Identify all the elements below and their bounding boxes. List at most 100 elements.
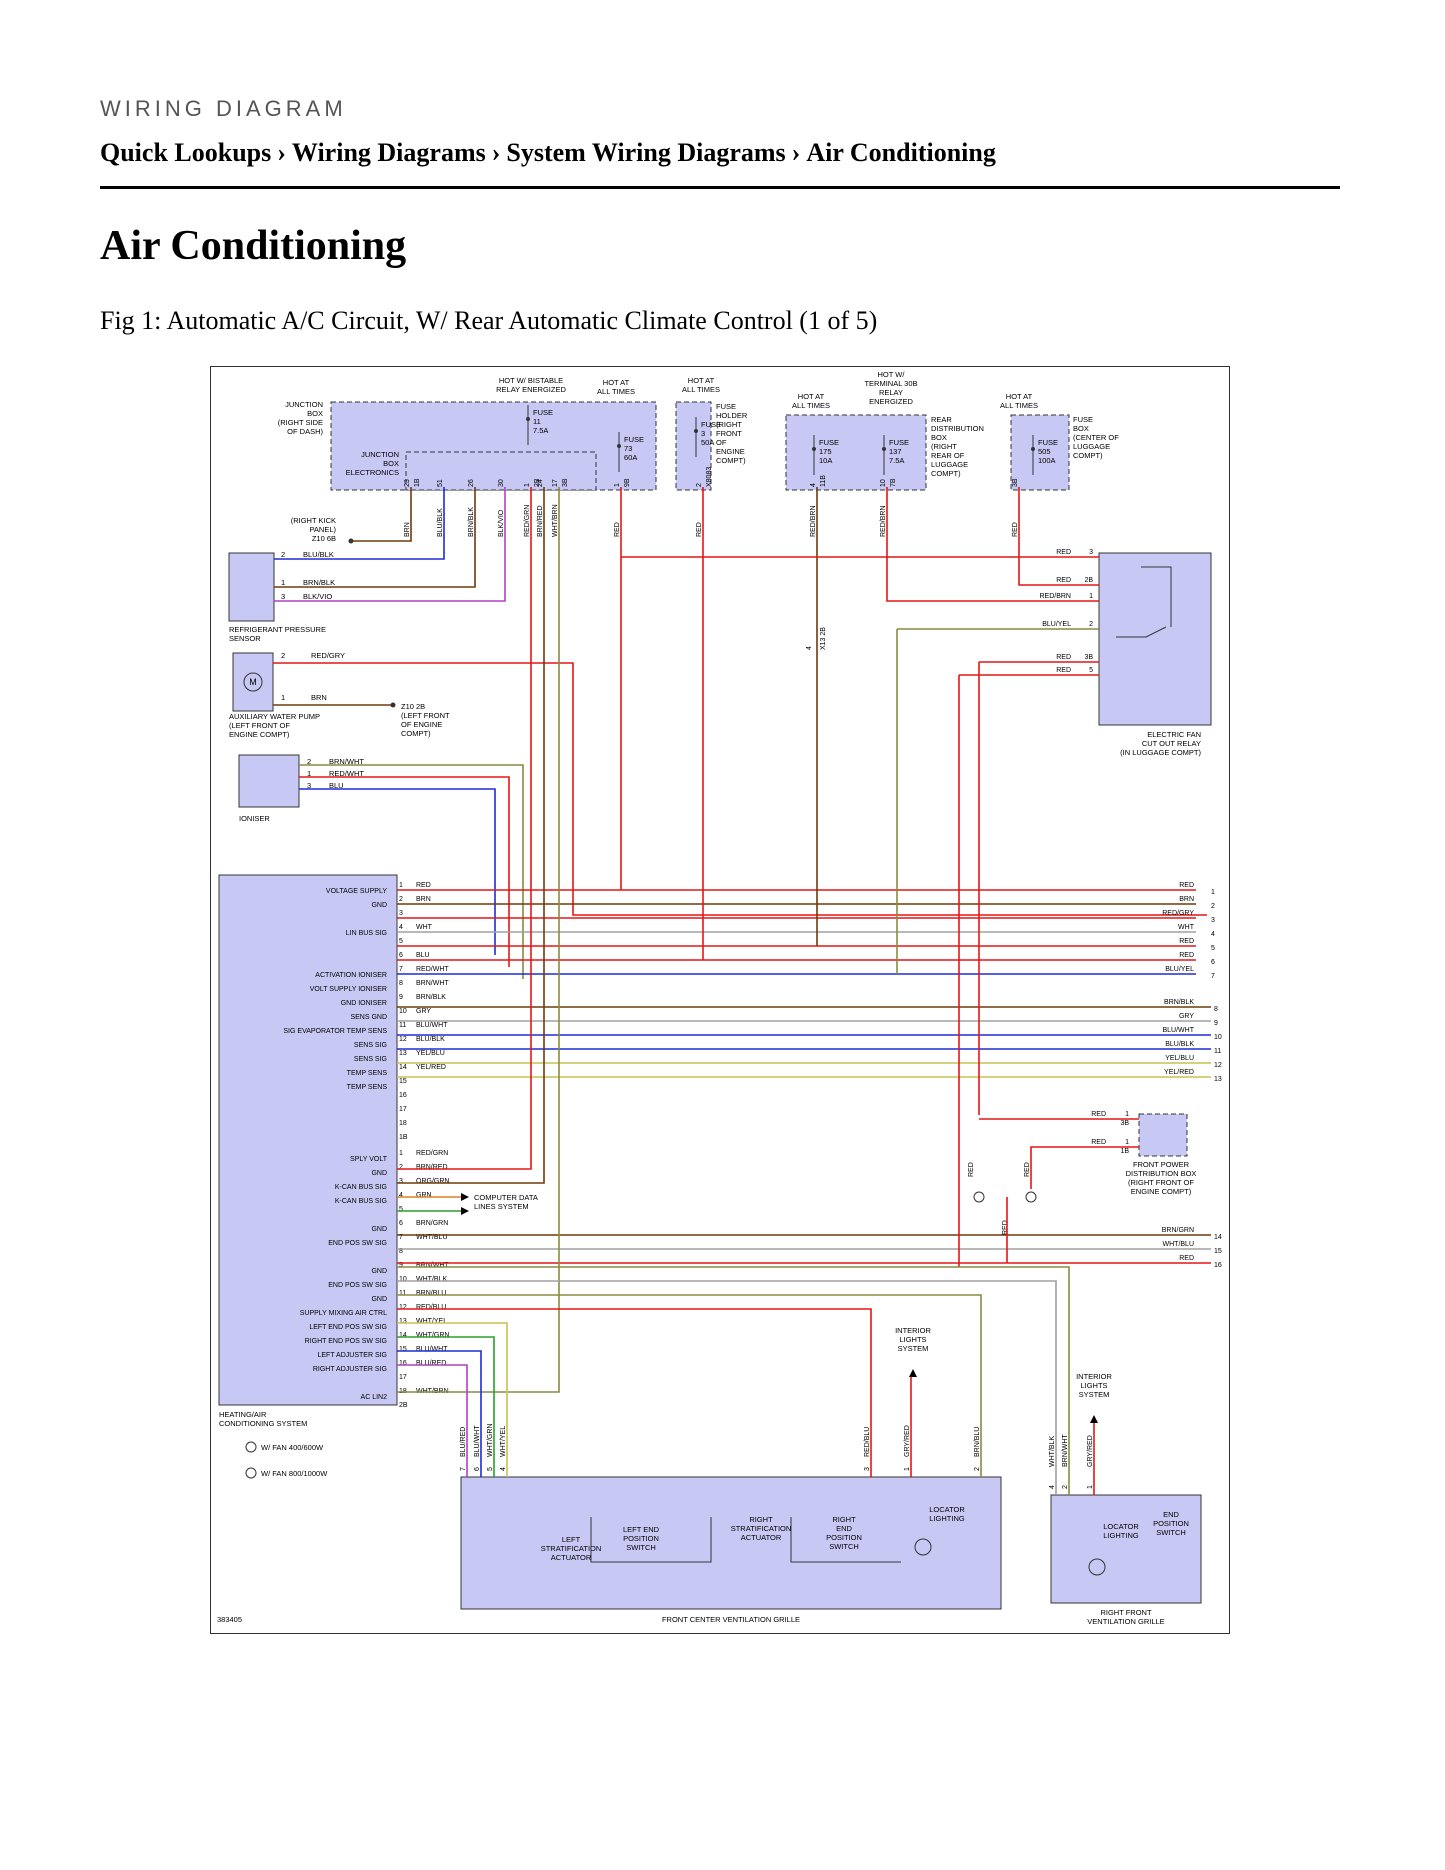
breadcrumb: Quick Lookups›Wiring Diagrams›System Wir… xyxy=(100,138,996,168)
wire-blu-red xyxy=(397,1364,468,1477)
splice-connector-label: X13 2B xyxy=(820,627,827,650)
sensor-pin-number: 1 xyxy=(281,578,285,587)
front-power-connector: 3B xyxy=(1120,1120,1129,1127)
right-edge-number: 7 xyxy=(1211,973,1215,980)
relay-pin-number: 2 xyxy=(1089,621,1093,628)
top-connector-label: 9B xyxy=(624,478,631,487)
hot-label-all-times: HOT AT xyxy=(688,376,715,385)
breadcrumb-link-wiring-diagrams[interactable]: Wiring Diagrams xyxy=(291,138,486,167)
hvac-system-label: HEATING/AIR xyxy=(219,1410,267,1419)
wire-brn-blk xyxy=(274,487,476,588)
figure-caption: Fig 1: Automatic A/C Circuit, W/ Rear Au… xyxy=(100,306,878,335)
hvac-wire-label: BRN/RED xyxy=(416,1164,448,1171)
diagram-reference-number: 383405 xyxy=(217,1615,242,1624)
hvac-pin-number: 13 xyxy=(399,1318,407,1325)
grille-pin-number: 6 xyxy=(474,1467,481,1471)
hvac-system-label: CONDITIONING SYSTEM xyxy=(219,1419,307,1428)
breadcrumb-current-page: Air Conditioning xyxy=(806,138,996,167)
right-grille-pin-number: 4 xyxy=(1049,1485,1056,1489)
wire-brn xyxy=(351,487,412,542)
grille-wire-label: WHT/GRN xyxy=(487,1424,494,1457)
right-edge-wire-label: YEL/BLU xyxy=(1165,1055,1194,1062)
top-pin-number: 51 xyxy=(437,479,444,487)
pump-pin-number: 2 xyxy=(281,651,285,660)
right-kick-panel-label: PANEL) xyxy=(309,525,336,534)
hvac-wire-label: BLU/WHT xyxy=(416,1022,448,1029)
vertical-wire-label: RED xyxy=(1002,1220,1009,1235)
right-edge-number: 2 xyxy=(1211,903,1215,910)
rear-distribution-box-label: REAR OF xyxy=(931,451,965,460)
front-center-grille-label: FRONT CENTER VENTILATION GRILLE xyxy=(662,1615,800,1624)
rear-distribution-box-label: COMPT) xyxy=(931,469,961,478)
hvac-wire-label: BLU/WHT xyxy=(416,1346,448,1353)
breadcrumb-link-system-wiring-diagrams[interactable]: System Wiring Diagrams xyxy=(506,138,786,167)
right-front-grille-label: VENTILATION GRILLE xyxy=(1087,1617,1164,1626)
hvac-pin-label: SENS SIG xyxy=(354,1056,387,1063)
grille-pin-number: 2 xyxy=(974,1467,981,1471)
aux-water-pump-label: ENGINE COMPT) xyxy=(229,730,290,739)
fuse-icon xyxy=(1031,447,1035,451)
wire-red-grn xyxy=(397,487,532,1170)
hvac-wire-label: WHT/YEL xyxy=(416,1318,447,1325)
hot-label-all-times: HOT AT xyxy=(603,378,630,387)
fuse-label: FUSE xyxy=(624,435,644,444)
breadcrumb-link-quick-lookups[interactable]: Quick Lookups xyxy=(100,138,272,167)
top-wire-label: BLU/BLK xyxy=(437,508,444,537)
left-strat-actuator-label: LEFT xyxy=(562,1535,581,1544)
vertical-wire-label: RED xyxy=(1024,1162,1031,1177)
grille-pin-number: 3 xyxy=(864,1467,871,1471)
fuse-label: 7.5A xyxy=(889,456,904,465)
hvac-wire-label: BRN xyxy=(416,896,431,903)
hvac-pin-number: 1 xyxy=(399,1150,403,1157)
right-edge-number: 9 xyxy=(1214,1020,1218,1027)
interior-lights-label: LIGHTS xyxy=(899,1335,926,1344)
hvac-pin-number: 16 xyxy=(399,1092,407,1099)
right-grille-pin-number: 2 xyxy=(1062,1485,1069,1489)
fuse-label: FUSE xyxy=(819,438,839,447)
rear-distribution-box-label: (RIGHT xyxy=(931,442,957,451)
relay-pin-number: 2B xyxy=(1084,577,1093,584)
hvac-pin-number: 14 xyxy=(399,1332,407,1339)
pump-wire-label: RED/GRY xyxy=(311,651,345,660)
arrow-icon xyxy=(1090,1415,1098,1423)
hvac-pin-number: 10 xyxy=(399,1276,407,1283)
wire-brn-wht xyxy=(299,764,524,979)
wire-wht-brn xyxy=(397,487,560,1393)
fuse-box-label: LUGGAGE xyxy=(1073,442,1110,451)
sensor-pin-number: 2 xyxy=(281,550,285,559)
grille-wire-label: RED/BLU xyxy=(864,1427,871,1457)
relay-coil xyxy=(1141,566,1172,627)
hot-label-all-times: HOT AT xyxy=(1006,392,1033,401)
hvac-pin-label: SENS GND xyxy=(350,1014,387,1021)
top-pin-number: 3B xyxy=(1012,478,1019,487)
top-wire-label: BLK/VIO xyxy=(498,509,505,537)
fuse-box-label: COMPT) xyxy=(1073,451,1103,460)
right-edge-wire-label: GRY xyxy=(1179,1013,1194,1020)
hot-label-all-times: ALL TIMES xyxy=(682,385,720,394)
right-edge-wire-label: WHT xyxy=(1178,924,1195,931)
arrow-icon xyxy=(461,1207,469,1215)
junction-box-electronics xyxy=(405,451,597,491)
fuse-icon xyxy=(694,429,698,433)
fuse-label: 100A xyxy=(1038,456,1056,465)
electric-fan-relay-label: (IN LUGGAGE COMPT) xyxy=(1120,748,1201,757)
hvac-wire-label: WHT/BLU xyxy=(416,1234,448,1241)
hvac-pin-label: SENS SIG xyxy=(354,1042,387,1049)
hvac-wire-label: BRN/WHT xyxy=(416,980,449,987)
right-strat-actuator-label: RIGHT xyxy=(749,1515,773,1524)
aux-water-pump-label: (LEFT FRONT OF xyxy=(229,721,290,730)
ioniser-wire-label: BRN/WHT xyxy=(329,757,364,766)
hvac-pin-label: GND xyxy=(371,902,387,909)
option-2-icon xyxy=(245,1467,257,1479)
grille-wire-label: GRY/RED xyxy=(904,1425,911,1457)
hot-label-terminal30b: ENERGIZED xyxy=(869,397,913,406)
hot-label-all-times: ALL TIMES xyxy=(792,401,830,410)
section-kicker: WIRING DIAGRAM xyxy=(100,96,347,121)
hvac-wire-label: RED xyxy=(416,882,431,889)
right-edge-number: 4 xyxy=(1211,931,1215,938)
grille-pin-number: 1 xyxy=(904,1467,911,1471)
hvac-pin-label: K-CAN BUS SIG xyxy=(335,1184,387,1191)
wire-brn-red xyxy=(397,487,545,1184)
interior-lights-label: INTERIOR xyxy=(1076,1372,1112,1381)
